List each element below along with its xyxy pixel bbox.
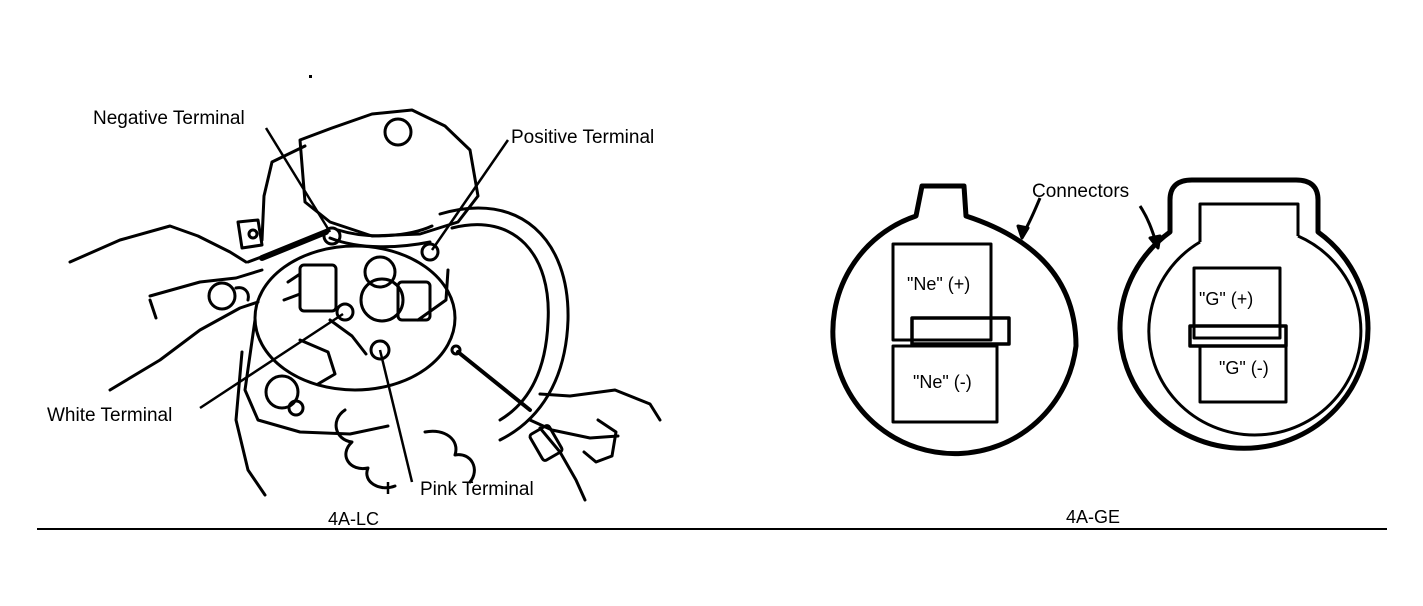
g-upper-terminal	[1192, 266, 1282, 340]
ne-minus-label: "Ne" (-)	[913, 372, 972, 392]
pink-terminal-leader	[378, 349, 414, 483]
g-minus-label: "G" (-)	[1219, 358, 1269, 378]
negative-terminal-label: Negative Terminal	[93, 108, 245, 129]
g-connector-tab	[1198, 202, 1300, 242]
caption-4a-lc: 4A-LC	[328, 509, 380, 529]
white-terminal-label: White Terminal	[47, 405, 173, 426]
connectors-label: Connectors	[1032, 181, 1130, 202]
negative-terminal-leader	[264, 127, 332, 233]
ne-plus-label: "Ne" (+)	[907, 274, 971, 294]
ne-latch	[910, 316, 1011, 346]
ne-upper-terminal	[891, 242, 993, 342]
ne-connector-housing	[830, 183, 1079, 457]
g-connector-housing	[1117, 177, 1371, 451]
g-plus-label: "G" (+)	[1199, 289, 1254, 309]
caption-4a-ge: 4A-GE	[1066, 507, 1121, 527]
ne-connector	[830, 183, 1079, 457]
top-speck	[309, 75, 312, 78]
g-connector-inner-rim	[1147, 234, 1363, 437]
positive-terminal-leader	[430, 139, 510, 251]
ne-lower-terminal	[891, 344, 999, 424]
positive-terminal-label: Positive Terminal	[511, 127, 655, 148]
white-terminal-leader	[199, 312, 344, 410]
g-latch	[1188, 324, 1288, 348]
pink-terminal-label: Pink Terminal	[420, 479, 534, 500]
distributor-illustration	[68, 108, 662, 502]
g-connector	[1117, 177, 1371, 451]
leader-lines-left	[199, 127, 510, 494]
